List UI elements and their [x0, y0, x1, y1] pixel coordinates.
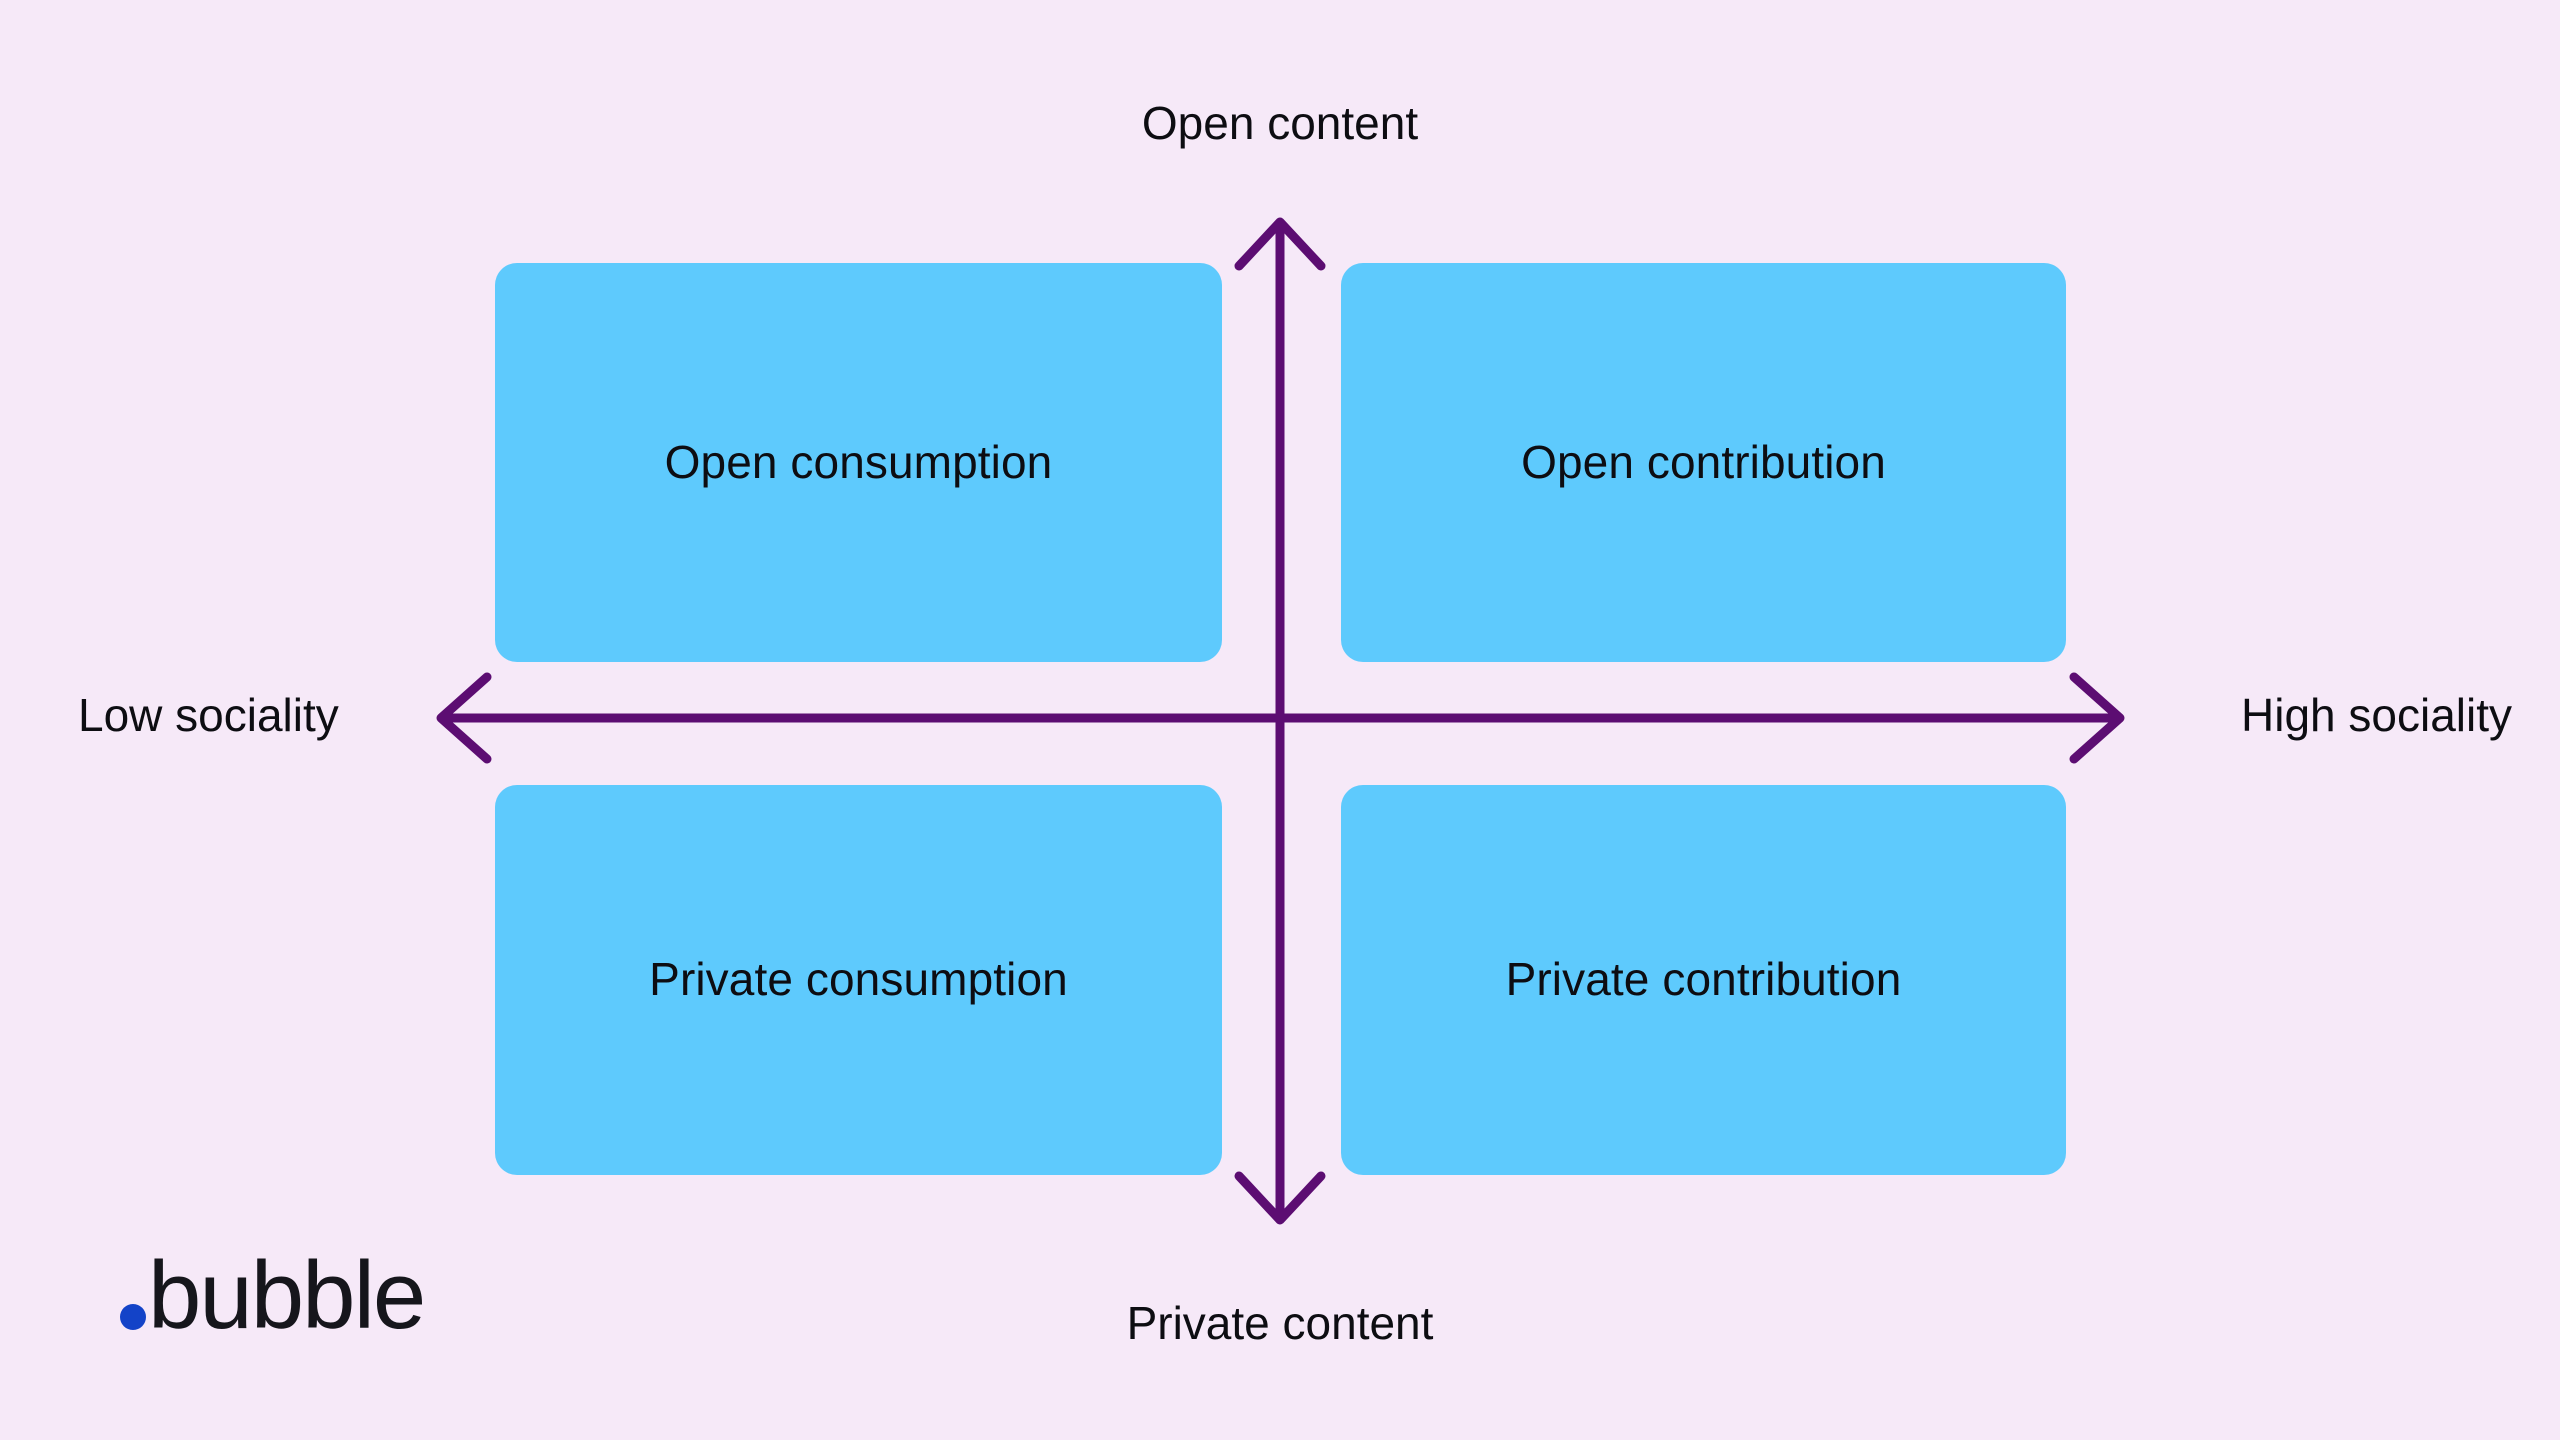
quadrant-open-consumption: Open consumption	[495, 263, 1222, 662]
bubble-logo: bubble	[120, 1242, 426, 1350]
axis-label-open-content-text: Open content	[1141, 97, 1419, 149]
quadrant-private-consumption: Private consumption	[495, 785, 1222, 1175]
quadrant-private-contribution: Private contribution	[1341, 785, 2066, 1175]
axis-label-high-sociality: High sociality	[2241, 689, 2512, 741]
axis-label-private-content: Private content	[0, 1296, 2560, 1351]
quadrant-label-open-consumption: Open consumption	[664, 435, 1053, 488]
axis-label-low-sociality: Low sociality	[78, 689, 339, 741]
quadrant-open-contribution: Open contribution	[1341, 263, 2066, 662]
quadrant-label-private-consumption: Private consumption	[649, 953, 1068, 1006]
quadrant-label-open-contribution: Open contribution	[1521, 435, 1886, 488]
axis-label-private-content-text: Private content	[1126, 1297, 1434, 1349]
bubble-logo-dot-icon	[120, 1304, 146, 1330]
quadrant-label-private-contribution: Private contribution	[1505, 953, 1902, 1006]
axis-arrow-right-icon	[2069, 672, 2125, 764]
axis-arrow-left-icon	[436, 672, 492, 764]
bubble-logo-wordmark: bubble	[148, 1242, 426, 1350]
axis-arrow-up-icon	[1234, 217, 1326, 271]
axis-label-open-content: Open content	[0, 96, 2560, 151]
axis-arrow-down-icon	[1234, 1171, 1326, 1225]
